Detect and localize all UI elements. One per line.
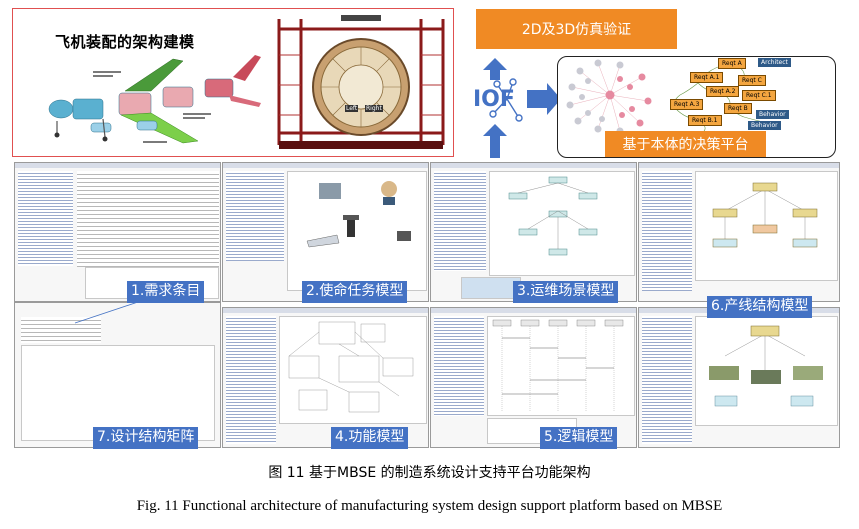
- logic-model-screenshot: [430, 307, 637, 448]
- figure-caption-zh: 图 11 基于MBSE 的制造系统设计支持平台功能架构: [268, 465, 591, 481]
- exploded-aircraft-illustration: [48, 55, 261, 144]
- up-arrow-icon: [483, 58, 507, 80]
- assembly-fixture-illustration: [277, 15, 445, 149]
- panel-label-dsm: 7.设计结构矩阵: [93, 427, 199, 449]
- graph-node: Reqt A.3: [670, 99, 704, 110]
- requirements-screenshot: [14, 162, 221, 302]
- panel-label-operation: 3.运维场景模型: [513, 281, 619, 303]
- panel-label-mission: 2.使命任务模型: [302, 281, 408, 303]
- up-arrow-bottom-icon: [483, 124, 507, 158]
- figure-caption-en: Fig. 11 Functional architecture of manuf…: [136, 498, 723, 514]
- panel-label-production-line: 6.产线结构模型: [707, 296, 813, 318]
- graph-node: Reqt C.1: [742, 90, 776, 101]
- graph-node: Reqt A.2: [706, 86, 740, 97]
- fixture-right-label: Right: [365, 105, 383, 112]
- operation-scenario-screenshot: [430, 162, 637, 302]
- iof-logo-text: IOF: [473, 87, 515, 112]
- aircraft-assembly-image: 飞机装配的架构建模: [12, 8, 454, 157]
- layout-screenshot: [638, 307, 840, 448]
- ontology-graph: [566, 59, 769, 135]
- design-structure-matrix-screenshot: [14, 302, 221, 448]
- graph-node: Behavior: [756, 110, 789, 119]
- graph-node: Reqt A: [718, 58, 746, 69]
- production-line-screenshot: [638, 162, 840, 302]
- graph-node: Behavior: [748, 121, 781, 130]
- graph-node: Reqt A.1: [690, 72, 724, 83]
- graph-node: Reqt B.1: [688, 115, 722, 126]
- simulation-verification-box: 2D及3D仿真验证: [476, 9, 677, 49]
- graph-node: Architect: [758, 58, 791, 67]
- function-model-screenshot: [222, 307, 429, 448]
- aircraft-assembly-title: 飞机装配的架构建模: [55, 33, 195, 51]
- panel-label-logic: 5.逻辑模型: [540, 427, 618, 449]
- panel-label-function: 4.功能模型: [331, 427, 409, 449]
- graph-node: Reqt C: [738, 75, 766, 86]
- panel-label-requirements: 1.需求条目: [127, 281, 205, 303]
- right-arrow-icon: [527, 83, 561, 115]
- mission-screenshot: [222, 162, 429, 302]
- graph-node: Reqt B: [724, 103, 752, 114]
- iof-logo: IOF: [473, 58, 561, 158]
- decision-platform-box: 基于本体的决策平台: [605, 131, 766, 157]
- fixture-left-label: Left: [345, 105, 359, 112]
